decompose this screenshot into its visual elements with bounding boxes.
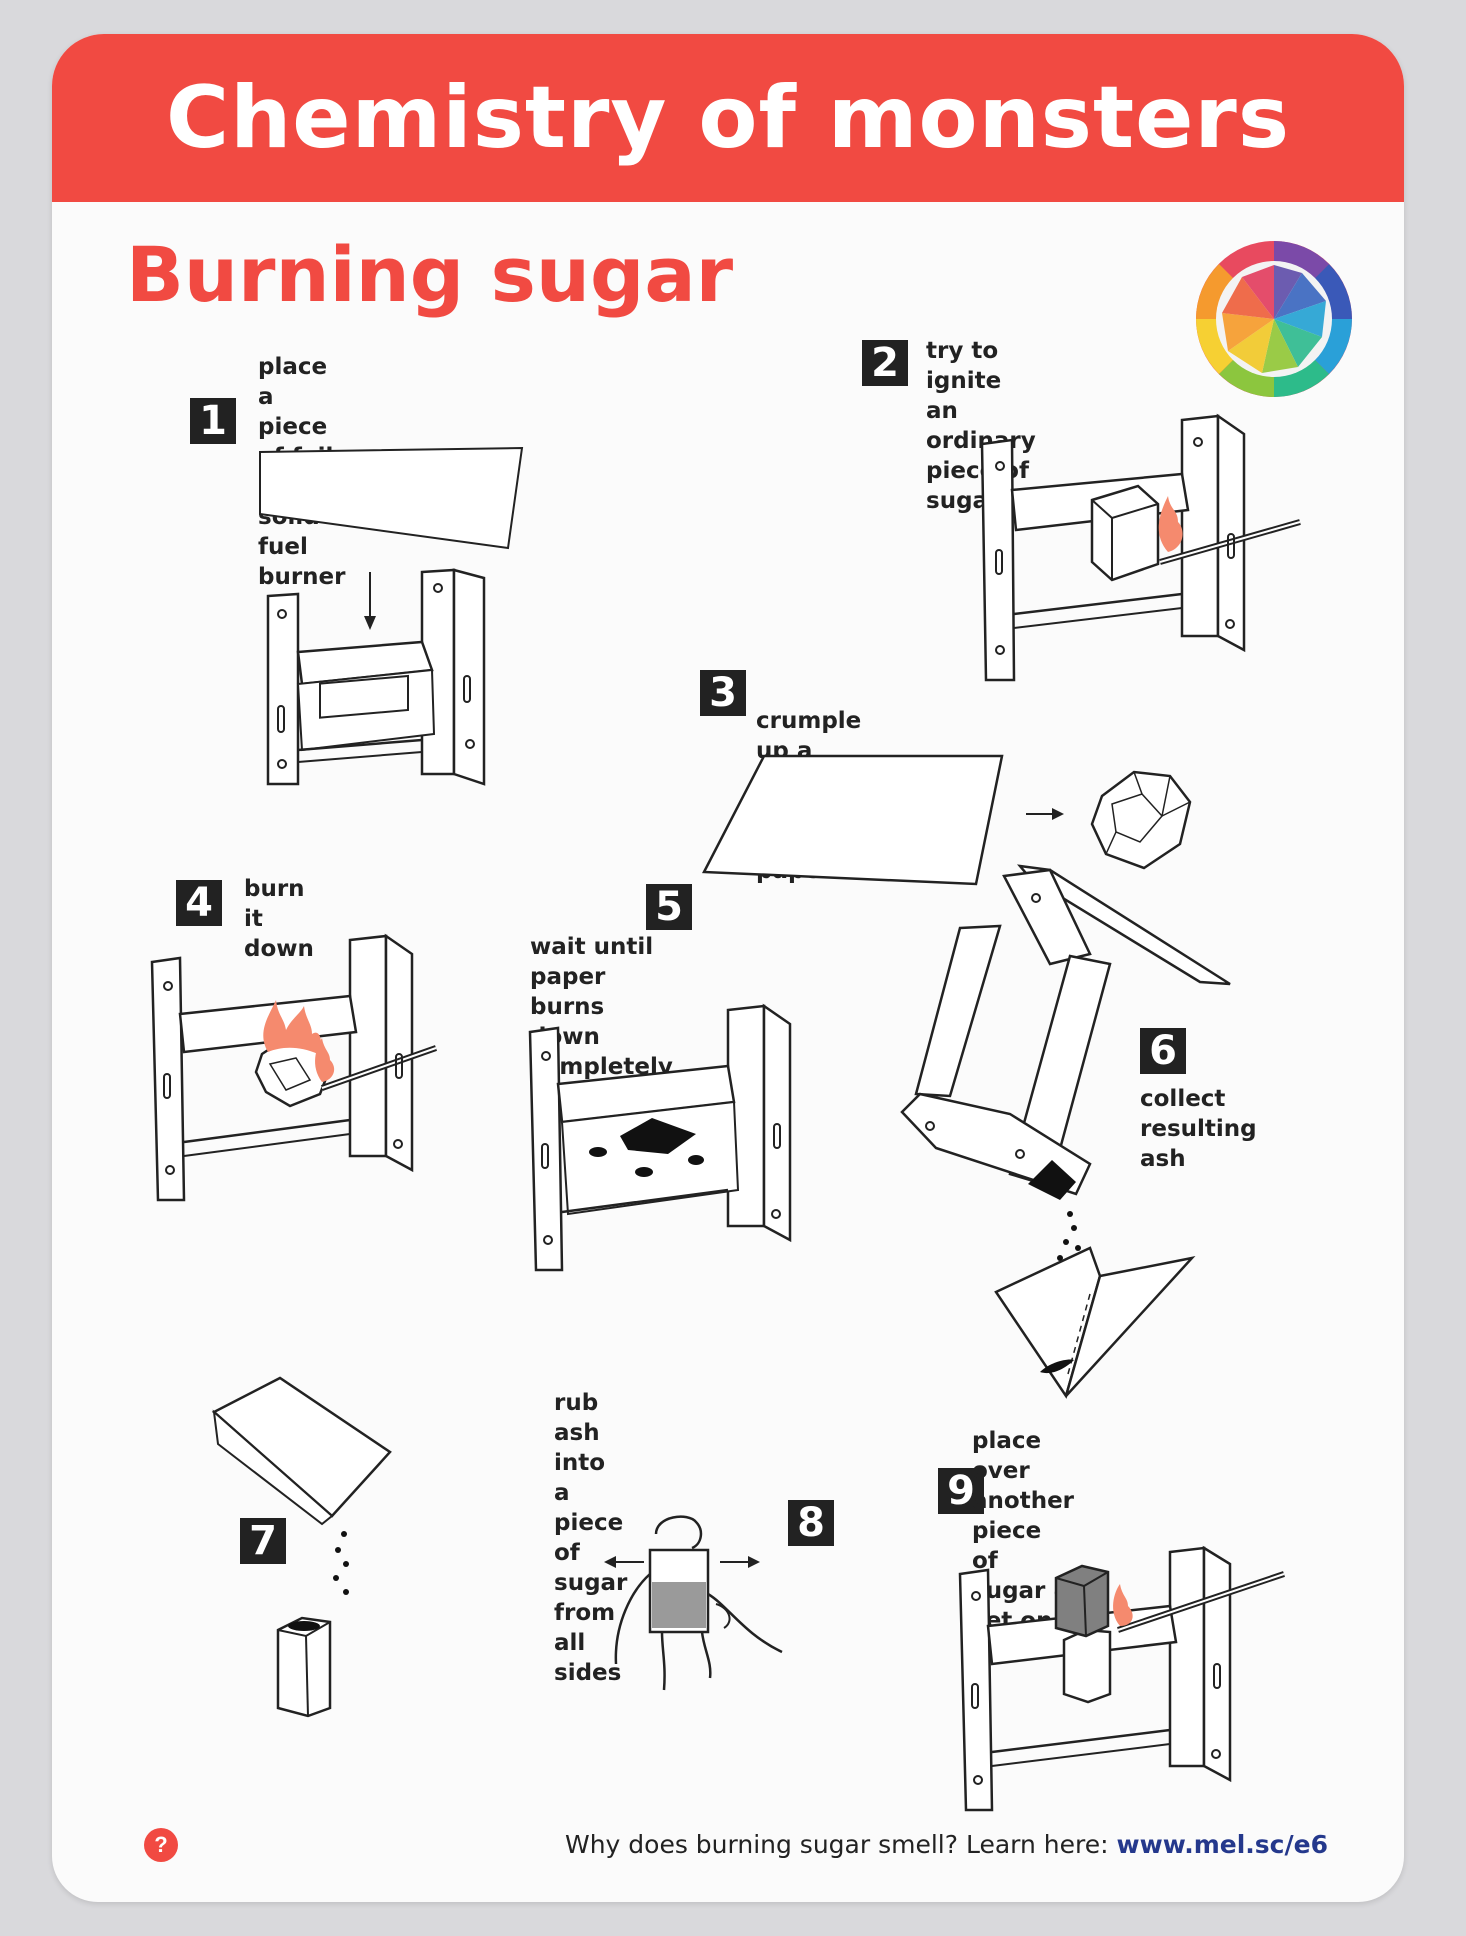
sugar-cube-icon xyxy=(278,1618,330,1716)
flame-icon xyxy=(1158,496,1183,552)
flame-icon xyxy=(263,1000,321,1054)
footer-link[interactable]: www.mel.sc/e6 xyxy=(1116,1830,1328,1859)
footer-note: Why does burning sugar smell? Learn here… xyxy=(565,1830,1328,1859)
sugar-on-fire-illustration xyxy=(958,1544,1338,1834)
help-badge: ? xyxy=(144,1828,178,1862)
step-number: 9 xyxy=(938,1468,984,1514)
step-text: collect resulting ash xyxy=(1140,1086,1257,1172)
ash-onto-sugar-illustration xyxy=(212,1374,412,1734)
burner-ignite-illustration xyxy=(982,414,1372,704)
step-number: 2 xyxy=(862,340,908,386)
sugar-cube-icon xyxy=(1064,1630,1110,1702)
burner-burning-illustration xyxy=(150,934,490,1214)
collect-ash-illustration xyxy=(900,864,1300,1404)
burner-ash-illustration xyxy=(528,1004,868,1294)
step-number: 5 xyxy=(646,884,692,930)
rub-ash-illustration xyxy=(604,1494,812,1694)
step-number: 7 xyxy=(240,1518,286,1564)
step-number: 3 xyxy=(700,670,746,716)
footer-question: Why does burning sugar smell? Learn here… xyxy=(564,1830,1109,1859)
experiment-title: Burning sugar xyxy=(126,230,734,319)
step-number: 6 xyxy=(1140,1028,1186,1074)
page-title: Chemistry of monsters xyxy=(165,68,1291,168)
title-banner: Chemistry of monsters xyxy=(52,34,1404,202)
step-text: rub ash into a piece of sugar from all s… xyxy=(554,1390,628,1686)
step-text: burn it down xyxy=(244,876,314,962)
burner-illustration xyxy=(202,444,562,814)
step-number: 1 xyxy=(190,398,236,444)
paper-crumple-illustration xyxy=(702,744,1302,904)
step-number: 4 xyxy=(176,880,222,926)
flame-icon xyxy=(1113,1584,1133,1626)
instruction-card: Chemistry of monsters Burning sugar 1 pl… xyxy=(52,34,1404,1902)
step-number: 8 xyxy=(788,1500,834,1546)
color-wheel-icon xyxy=(1196,241,1352,397)
flame-icon xyxy=(315,1038,335,1082)
